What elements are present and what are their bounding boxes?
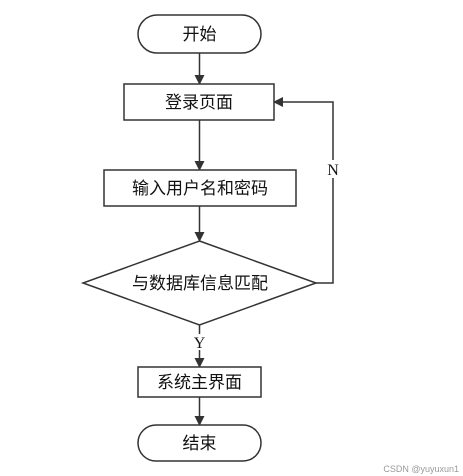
- match-database-label: 与数据库信息匹配: [132, 274, 268, 294]
- login-page-node: 登录页面: [123, 83, 275, 121]
- end-node: 结束: [137, 424, 262, 462]
- end-label: 结束: [183, 434, 217, 454]
- system-main-node: 系统主界面: [137, 366, 262, 398]
- no-label-bg: [324, 160, 342, 178]
- system-main-label: 系统主界面: [157, 373, 242, 393]
- no-label: N: [327, 162, 339, 179]
- input-credentials-label: 输入用户名和密码: [132, 179, 268, 199]
- start-node: 开始: [137, 14, 262, 54]
- login-page-label: 登录页面: [165, 93, 233, 113]
- match-database-decision: 与数据库信息匹配: [80, 240, 319, 326]
- yes-label: Y: [194, 335, 206, 352]
- start-label: 开始: [183, 25, 217, 45]
- watermark: CSDN @yuyuxun1: [383, 464, 459, 474]
- yes-label-bg: [191, 334, 209, 350]
- input-credentials-node: 输入用户名和密码: [103, 169, 297, 207]
- edge-no-loop-to-login: [273, 97, 334, 284]
